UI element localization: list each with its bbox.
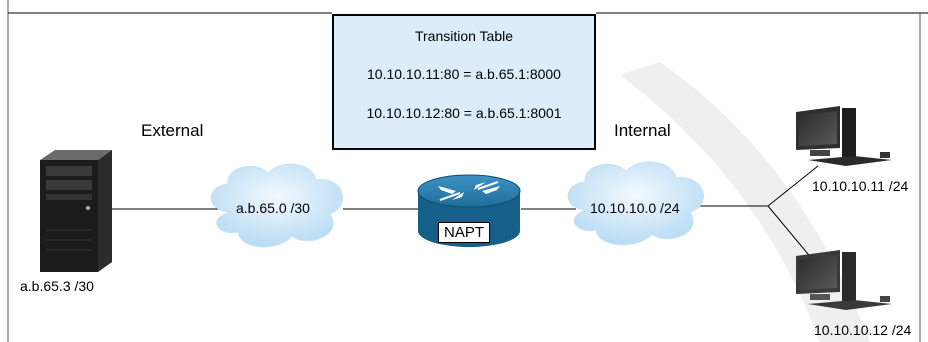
external-cloud-icon	[210, 163, 344, 248]
internal-zone-label: Internal	[614, 121, 671, 140]
router-label: NAPT	[438, 222, 491, 243]
transition-table-row: 10.10.10.11:80 = a.b.65.1:8000	[367, 66, 561, 82]
server-label: a.b.65.3 /30	[20, 278, 94, 294]
internal-cloud-icon	[567, 161, 704, 246]
transition-table: Transition Table 10.10.10.11:80 = a.b.65…	[332, 14, 596, 150]
external-cloud-label: a.b.65.0 /30	[236, 200, 310, 216]
pc-2-label: 10.10.10.12 /24	[814, 322, 912, 338]
pc-2-icon	[796, 250, 892, 310]
pc-1-label: 10.10.10.11 /24	[812, 178, 909, 194]
pc-1-icon	[796, 106, 892, 166]
internal-cloud-label: 10.10.10.0 /24	[590, 200, 680, 216]
external-zone-label: External	[141, 121, 204, 140]
link-pc1	[767, 165, 819, 207]
transition-table-title: Transition Table	[414, 28, 514, 44]
server-icon	[40, 150, 112, 272]
transition-table-row: 10.10.10.12:80 = a.b.65.1:8001	[366, 105, 562, 121]
